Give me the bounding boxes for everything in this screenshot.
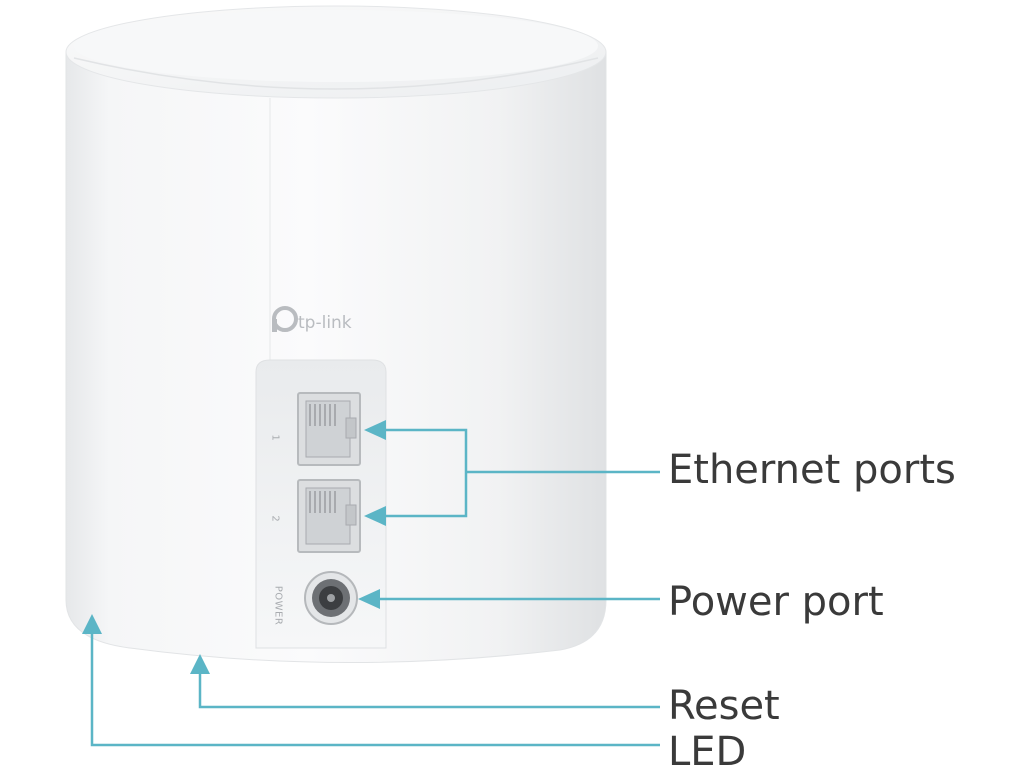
- reset-label: Reset: [668, 683, 780, 729]
- ethernet-port-1: [297, 392, 361, 466]
- port-2-number: 2: [269, 515, 281, 522]
- power-port: [304, 571, 358, 625]
- led-callout-line: [90, 630, 660, 747]
- callout-arrowheads: [82, 420, 386, 674]
- router-body: [65, 5, 607, 664]
- reset-callout-line: [198, 670, 660, 709]
- reset-arrow-icon: [190, 654, 210, 674]
- power-arrow-icon: [358, 589, 380, 609]
- led-arrow-icon: [82, 614, 102, 634]
- brand-logo-text: tp-link: [298, 313, 352, 333]
- led-label: LED: [668, 729, 747, 775]
- ethernet-1-arrow-icon: [364, 420, 386, 440]
- tp-link-logo-icon: [272, 306, 298, 332]
- port-1-number: 1: [269, 434, 281, 441]
- power-port-text: POWER: [272, 585, 284, 626]
- power-port-label: Power port: [668, 579, 884, 625]
- ethernet-ports-label: Ethernet ports: [668, 447, 956, 493]
- callout-lines: [90, 428, 660, 747]
- ethernet-2-arrow-icon: [364, 506, 386, 526]
- ethernet-port-2: [297, 479, 361, 553]
